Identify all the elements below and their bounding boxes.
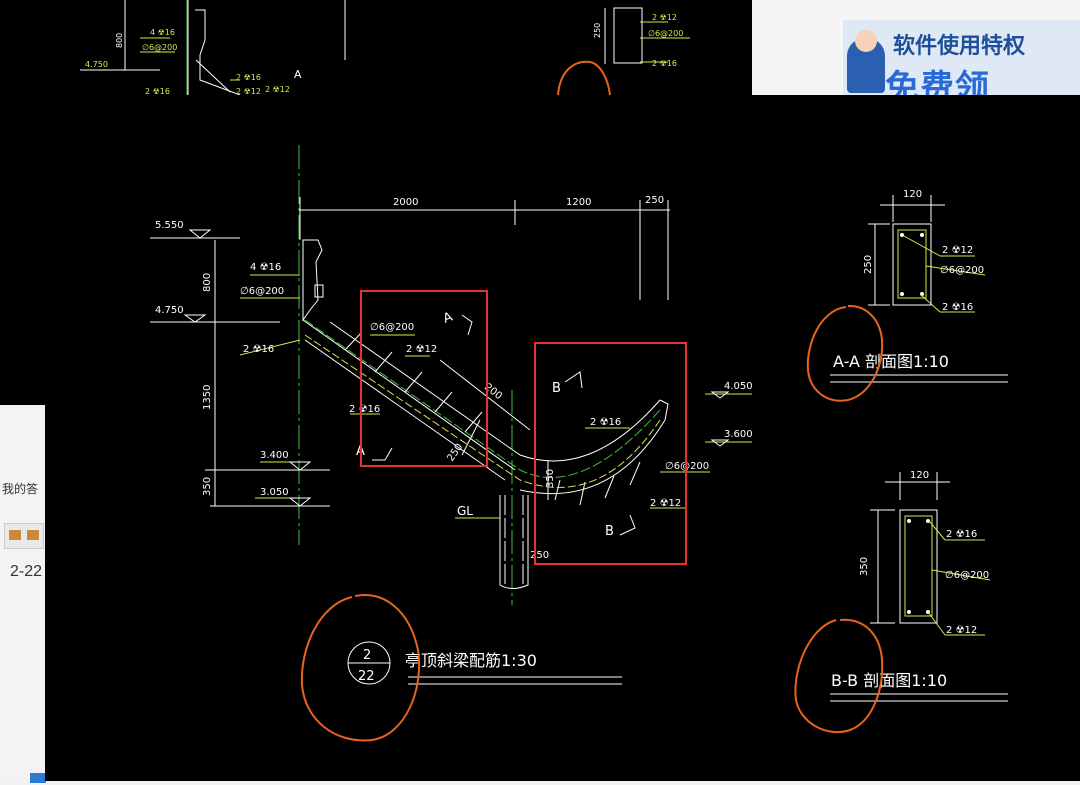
rebar-labels: 4 ☢16 ∅6@200 2 ☢16 ∅6@200 2 ☢12 2 ☢16 2 … <box>240 262 709 518</box>
dim-2000: 2000 <box>393 197 418 208</box>
top-elev-4750: 4.750 <box>85 60 108 69</box>
top-markup-arc <box>557 60 611 95</box>
rebar-6-200-curve: ∅6@200 <box>665 461 709 472</box>
rebar-2-16-curve: 2 ☢16 <box>590 417 621 428</box>
cad-top-svg: 4 ☢16 ∅6@200 4.750 2 ☢12 ∅6@200 2 ☢16 2 … <box>80 0 690 95</box>
elev-3400: 3.400 <box>260 450 289 461</box>
section-mark-b-bottom: B <box>605 524 614 539</box>
answer-value[interactable]: 2-22 <box>10 563 43 580</box>
cad-drawing-top-crop: 4 ☢16 ∅6@200 4.750 2 ☢12 ∅6@200 2 ☢16 2 … <box>0 0 752 95</box>
ad-headline: 软件使用特权 <box>893 34 1026 59</box>
section-aa-leaders <box>903 235 986 313</box>
section-bb-height: 350 <box>859 557 870 576</box>
top-label-2-c: 2 ☢16 <box>145 87 170 95</box>
markup-circle-aa <box>806 304 884 402</box>
detail-symbol <box>347 641 391 685</box>
top-label-6-200-b: ∅6@200 <box>648 29 683 38</box>
axis-lines <box>298 145 661 605</box>
rebar-2-16-left: 2 ☢16 <box>243 344 274 355</box>
section-bb-leaders <box>927 521 991 636</box>
dim-250-col: 250 <box>530 550 549 561</box>
dim-250-top: 250 <box>645 195 664 206</box>
elev-4750: 4.750 <box>155 305 184 316</box>
annotation-leaders <box>239 274 752 519</box>
dim-200: 200 <box>482 382 504 402</box>
dim-350: 350 <box>202 477 213 496</box>
markup-circle-bb <box>794 618 884 733</box>
top-dim-250: 250 <box>593 23 602 38</box>
elev-3600: 3.600 <box>724 429 753 440</box>
beam-outline <box>150 197 670 589</box>
cad-drawing-main[interactable]: 2000 1200 250 800 1350 350 200 250 350 2… <box>45 95 1080 781</box>
main-drawing-title: 亭顶斜梁配筋1:30 <box>405 651 537 670</box>
section-aa-width: 120 <box>903 189 922 200</box>
section-aa-stirrup: ∅6@200 <box>940 265 984 276</box>
section-aa-top-bars: 2 ☢12 <box>942 245 973 256</box>
top-label-2-16: 2 ☢16 <box>652 59 677 68</box>
section-mark-ticks <box>372 314 636 536</box>
top-section-a: A <box>294 68 302 81</box>
rebar-2-12-curve: 2 ☢12 <box>650 498 681 509</box>
section-mark-a-top: A <box>441 310 455 327</box>
elev-5550: 5.550 <box>155 220 184 231</box>
top-dim-800: 800 <box>115 33 124 48</box>
ad-person-illustration <box>847 30 885 93</box>
highlight-box-b <box>534 342 687 565</box>
elevation-markers <box>183 229 730 507</box>
dim-1350: 1350 <box>202 385 213 410</box>
elev-3050: 3.050 <box>260 487 289 498</box>
answer-label: 我的答 <box>2 482 39 496</box>
section-mark-b-top: B <box>552 381 561 396</box>
detail-symbol-top: 2 <box>363 648 371 663</box>
section-bb-top-bars: 2 ☢16 <box>946 529 977 540</box>
section-bb-title: B-B 剖面图1:10 <box>831 671 947 690</box>
top-label-2-b: 2 ☢12 <box>236 87 261 95</box>
answer-panel: 我的答 2-22 <box>0 405 46 783</box>
rebar-4-16: 4 ☢16 <box>250 262 281 273</box>
section-aa-bottom-bars: 2 ☢16 <box>942 302 973 313</box>
section-aa-drawing <box>830 195 1008 383</box>
dim-250-diag: 250 <box>445 442 465 464</box>
section-bb-bottom-bars: 2 ☢12 <box>946 625 977 636</box>
top-label-2-12: 2 ☢12 <box>652 13 677 22</box>
toolbar-strip <box>4 523 44 549</box>
rebar-6-200-a: ∅6@200 <box>240 286 284 297</box>
section-bb-width: 120 <box>910 470 929 481</box>
column-label-gl: GL <box>457 504 473 518</box>
rebar-2-16-mid: 2 ☢16 <box>349 404 380 415</box>
section-bb-stirrup: ∅6@200 <box>945 570 989 581</box>
section-aa-bars <box>900 233 924 296</box>
top-label-2-a: 2 ☢16 <box>236 73 261 82</box>
submit-button[interactable] <box>30 773 46 783</box>
dim-350-diag: 350 <box>545 469 556 488</box>
ad-subline: 免费领 <box>885 68 990 95</box>
section-bb-bars <box>907 519 930 614</box>
section-aa-text: 120 250 2 ☢12 ∅6@200 2 ☢16 A-A 剖面图1:10 <box>833 189 984 371</box>
cad-main-svg: 2000 1200 250 800 1350 350 200 250 350 2… <box>150 145 1008 742</box>
main-title-underline <box>408 676 622 685</box>
ad-banner[interactable]: 软件使用特权 免费领 <box>843 20 1080 95</box>
top-label-2-d: 2 ☢12 <box>265 85 290 94</box>
image-icon[interactable] <box>9 530 21 540</box>
top-label-4-16: 4 ☢16 <box>150 28 175 37</box>
section-aa-title: A-A 剖面图1:10 <box>833 352 949 371</box>
detail-symbol-bottom: 22 <box>358 669 375 684</box>
cad-left-strip <box>0 95 45 405</box>
elevation-text: 5.550 4.750 3.400 3.050 4.050 3.600 <box>155 220 753 498</box>
section-bb-drawing <box>830 472 1008 702</box>
markup-circle-detail <box>300 594 420 742</box>
rebar-2-12-a: 2 ☢12 <box>406 344 437 355</box>
elev-4050: 4.050 <box>724 381 753 392</box>
image-icon-2[interactable] <box>27 530 39 540</box>
section-bb-text: 120 350 2 ☢16 ∅6@200 2 ☢12 B-B 剖面图1:10 <box>831 470 989 690</box>
highlight-box-a <box>360 290 488 467</box>
rebar-6-200-b: ∅6@200 <box>370 322 414 333</box>
dim-800: 800 <box>202 273 213 292</box>
top-label-6-200: ∅6@200 <box>142 43 177 52</box>
section-aa-height: 250 <box>863 255 874 274</box>
dim-1200: 1200 <box>566 197 591 208</box>
markup-circles <box>300 304 884 742</box>
